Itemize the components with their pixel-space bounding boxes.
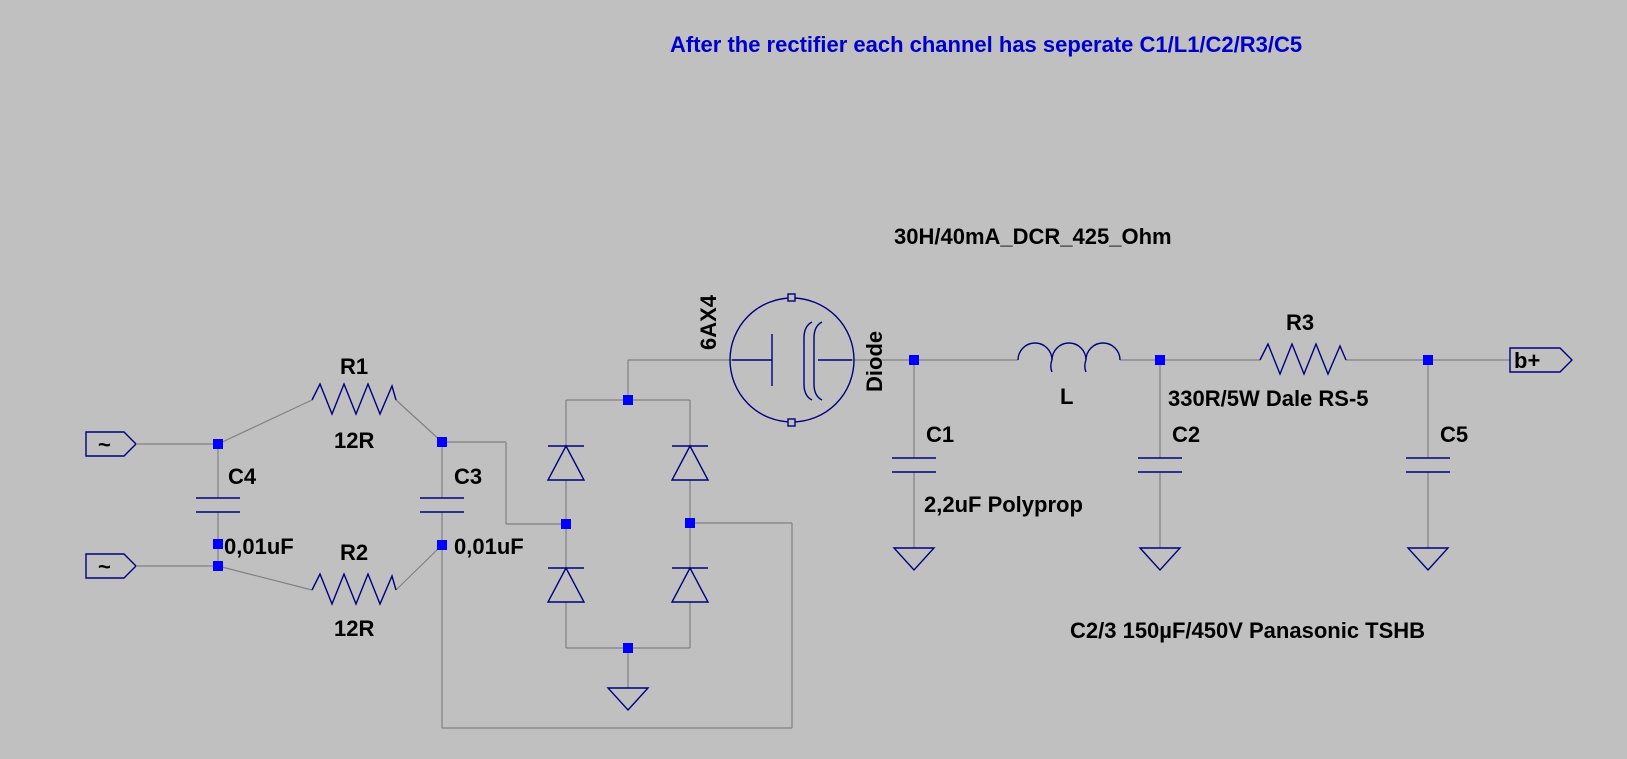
ground-icon: [1406, 547, 1450, 572]
junction-node: [623, 395, 633, 405]
rectifier-tube[interactable]: 6AX4 Diode: [696, 293, 887, 427]
junction-node: [909, 355, 919, 365]
junction-node: [213, 539, 223, 549]
ground-icon: [892, 547, 936, 572]
resistor-r1[interactable]: R1 12R: [311, 354, 397, 453]
resistor-r3[interactable]: R3 330R/5W Dale RS-5: [1168, 310, 1369, 411]
inductor-ref: L: [1060, 384, 1073, 409]
inductor-l[interactable]: L 30H/40mA_DCR_425_Ohm: [894, 224, 1172, 409]
ac-input-port-1[interactable]: ~: [85, 431, 137, 457]
junction-node: [213, 561, 223, 571]
r1-value: 12R: [334, 428, 374, 453]
capacitor-c5[interactable]: C5: [1406, 422, 1468, 473]
r2-ref: R2: [340, 540, 368, 565]
c4-value: 0,01uF: [224, 534, 294, 559]
diode-icon: [670, 444, 710, 481]
diode-icon: [546, 444, 586, 481]
c4-ref: C4: [228, 464, 257, 489]
ac-input-port-2[interactable]: ~: [85, 553, 137, 579]
capacitor-c3[interactable]: C3 0,01uF: [420, 464, 524, 559]
diode-icon: [546, 566, 586, 603]
tube-model: Diode: [862, 331, 887, 392]
r1-ref: R1: [340, 354, 368, 379]
r2-value: 12R: [334, 616, 374, 641]
c1-value: 2,2uF Polyprop: [924, 492, 1083, 517]
junction-node: [561, 519, 571, 529]
design-note: After the rectifier each channel has sep…: [670, 32, 1302, 57]
tube-ref: 6AX4: [696, 294, 721, 350]
junction-node: [1423, 355, 1433, 365]
capacitor-c2[interactable]: C2: [1138, 422, 1200, 473]
ground-icon: [606, 687, 650, 712]
capacitor-note: C2/3 150µF/450V Panasonic TSHB: [1070, 618, 1425, 643]
junction-nodes: [213, 355, 1433, 653]
output-port-label: b+: [1514, 348, 1540, 373]
r3-value: 330R/5W Dale RS-5: [1168, 386, 1369, 411]
diode-bridge[interactable]: [546, 444, 710, 603]
c1-ref: C1: [926, 422, 954, 447]
c3-value: 0,01uF: [454, 534, 524, 559]
inductor-value: 30H/40mA_DCR_425_Ohm: [894, 224, 1172, 249]
capacitor-c4[interactable]: C4 0,01uF: [196, 464, 294, 559]
ac-input-port-1-label: ~: [98, 432, 111, 457]
junction-node: [1155, 355, 1165, 365]
resistor-r2[interactable]: R2 12R: [311, 540, 397, 641]
c3-ref: C3: [454, 464, 482, 489]
ac-input-port-2-label: ~: [98, 554, 111, 579]
junction-node: [685, 518, 695, 528]
r3-ref: R3: [1286, 310, 1314, 335]
junction-node: [437, 437, 447, 447]
capacitor-c1[interactable]: C1 2,2uF Polyprop: [892, 422, 1083, 517]
junction-node: [623, 643, 633, 653]
c5-ref: C5: [1440, 422, 1468, 447]
ground-icon: [1138, 547, 1182, 572]
c2-ref: C2: [1172, 422, 1200, 447]
junction-node: [213, 439, 223, 449]
output-port-bplus[interactable]: b+: [1509, 347, 1573, 373]
junction-node: [437, 540, 447, 550]
diode-icon: [670, 566, 710, 603]
